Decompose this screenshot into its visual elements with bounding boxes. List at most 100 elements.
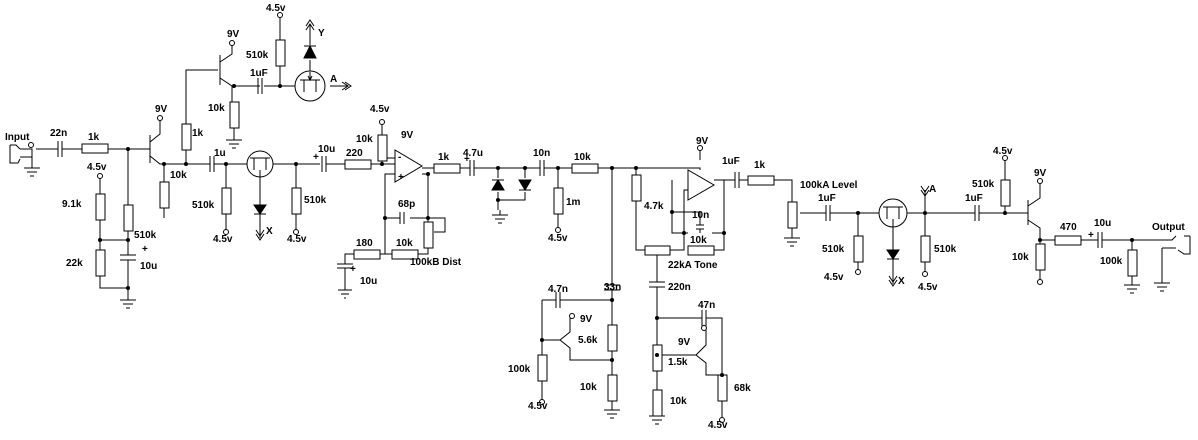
resistor-180 [353,249,381,260]
label-4-5v-i: 4.5v [824,272,844,283]
resistor-10k-d [391,249,419,260]
label-1k-d: 1k [754,160,766,171]
opamp-distortion [394,149,423,183]
resistor-510k-f [920,235,931,263]
label-1k-b: 1k [192,128,204,139]
label-510k-g: 510k [972,179,995,190]
resistor-10k-f [687,245,715,256]
label-100ka-level: 100kA Level [800,180,858,191]
label-opamp-minus: - [398,152,401,163]
label-100k-b: 100k [1100,256,1123,267]
label-4-7k: 4.7k [644,201,664,212]
label-10u-c: 10u [360,276,377,287]
label-100k-a: 100k [508,364,531,375]
label-100kb-dist: 100kB Dist [410,257,462,268]
resistor-10k-i [1035,243,1046,271]
wires [9,17,1191,425]
label-9v-e: 9V [580,314,593,325]
label-1-5k: 1.5k [668,357,688,368]
supply-terminals [28,12,1043,423]
label-10n-a: 10n [533,148,550,159]
resistor-10k-e [571,163,599,174]
potentiometer-tone [644,245,671,256]
resistor-1k-input [81,143,109,154]
label-10k-b: 10k [208,103,225,114]
label-a-mid: A [929,184,936,195]
label-10k-i: 10k [1012,252,1029,263]
resistor-510k-e [853,235,864,263]
label-1uf-d: 1uF [965,193,983,204]
label-9v-b: 9V [227,29,240,40]
label-9v-d: 9V [696,136,709,147]
label-220: 220 [346,148,363,159]
label-33n: 33n [604,282,621,293]
label-10n-b: 10n [692,210,709,221]
resistor-510k-d [291,187,302,215]
jfet-a-top [294,70,326,102]
resistor-100k-a [537,354,548,382]
resistor-10k-b [229,101,240,129]
label-4-5v-h: 4.5v [708,420,728,431]
label-plus-a: + [142,244,148,255]
potentiometer-level [787,201,798,229]
label-22k: 22k [66,258,83,269]
label-plus-c: + [350,264,356,275]
label-4-5v-a: 4.5v [87,162,107,173]
label-180: 180 [356,238,373,249]
label-1u: 1u [214,148,226,159]
resistor-68k [717,374,728,402]
resistors [81,39,1138,417]
resistor-510k-c [221,187,232,215]
label-1k-input: 1k [88,132,100,143]
diode-clip-a [491,179,505,191]
label-10k-g: 10k [580,382,597,393]
diode-x-a [253,204,267,215]
component-labels: Input 22n 1k 4.5v 9.1k 22k 510k + 10u 9V… [5,3,1185,431]
label-1uf-b: 1uF [722,156,740,167]
label-1k-c: 1k [438,152,450,163]
diode-x-b [886,249,900,260]
resistor-1k-d [747,175,775,186]
label-4-5v-b: 4.5v [266,3,286,14]
resistor-100k-b [1127,249,1138,277]
label-10u-d: 10u [1094,218,1111,229]
label-10k-f: 10k [690,235,707,246]
resistor-510k-g [1000,179,1011,207]
label-plus-b: + [313,152,319,163]
diode-clip-b [518,179,532,191]
label-4-5v-e: 4.5v [370,104,390,115]
label-4-7u: 4.7u [463,148,483,159]
label-10k-h: 10k [670,396,687,407]
resistor-9-1k [95,193,106,221]
label-1uf-c: 1uF [818,193,836,204]
label-10k-a: 10k [170,170,187,181]
resistor-4-7k [631,174,642,202]
opamp-tone [687,169,716,201]
label-510k-d: 510k [304,195,327,206]
resistor-10k-c [377,134,388,162]
resistor-470 [1054,235,1082,246]
label-510k-c: 510k [192,200,215,211]
net-arrows [255,19,930,287]
potentiometer-dist [423,221,434,249]
junctions [98,84,1134,377]
label-y: Y [318,28,325,39]
resistor-1m [553,187,564,215]
label-9v-a: 9V [155,104,168,115]
label-x-b: X [898,276,905,287]
label-68k: 68k [734,383,751,394]
opamps [394,149,716,201]
jfets [246,70,908,228]
label-4-5v-k: 4.5v [993,146,1013,157]
input-label: Input [5,132,30,143]
label-10k-c: 10k [356,134,373,145]
label-470: 470 [1060,222,1077,233]
label-510k-b: 510k [246,50,269,61]
label-9v-f: 9V [678,337,691,348]
label-510k-f: 510k [934,244,957,255]
label-68p: 68p [398,199,415,210]
label-10u-b: 10u [318,144,335,155]
label-220n: 220n [668,282,691,293]
label-10k-e: 10k [574,152,591,163]
